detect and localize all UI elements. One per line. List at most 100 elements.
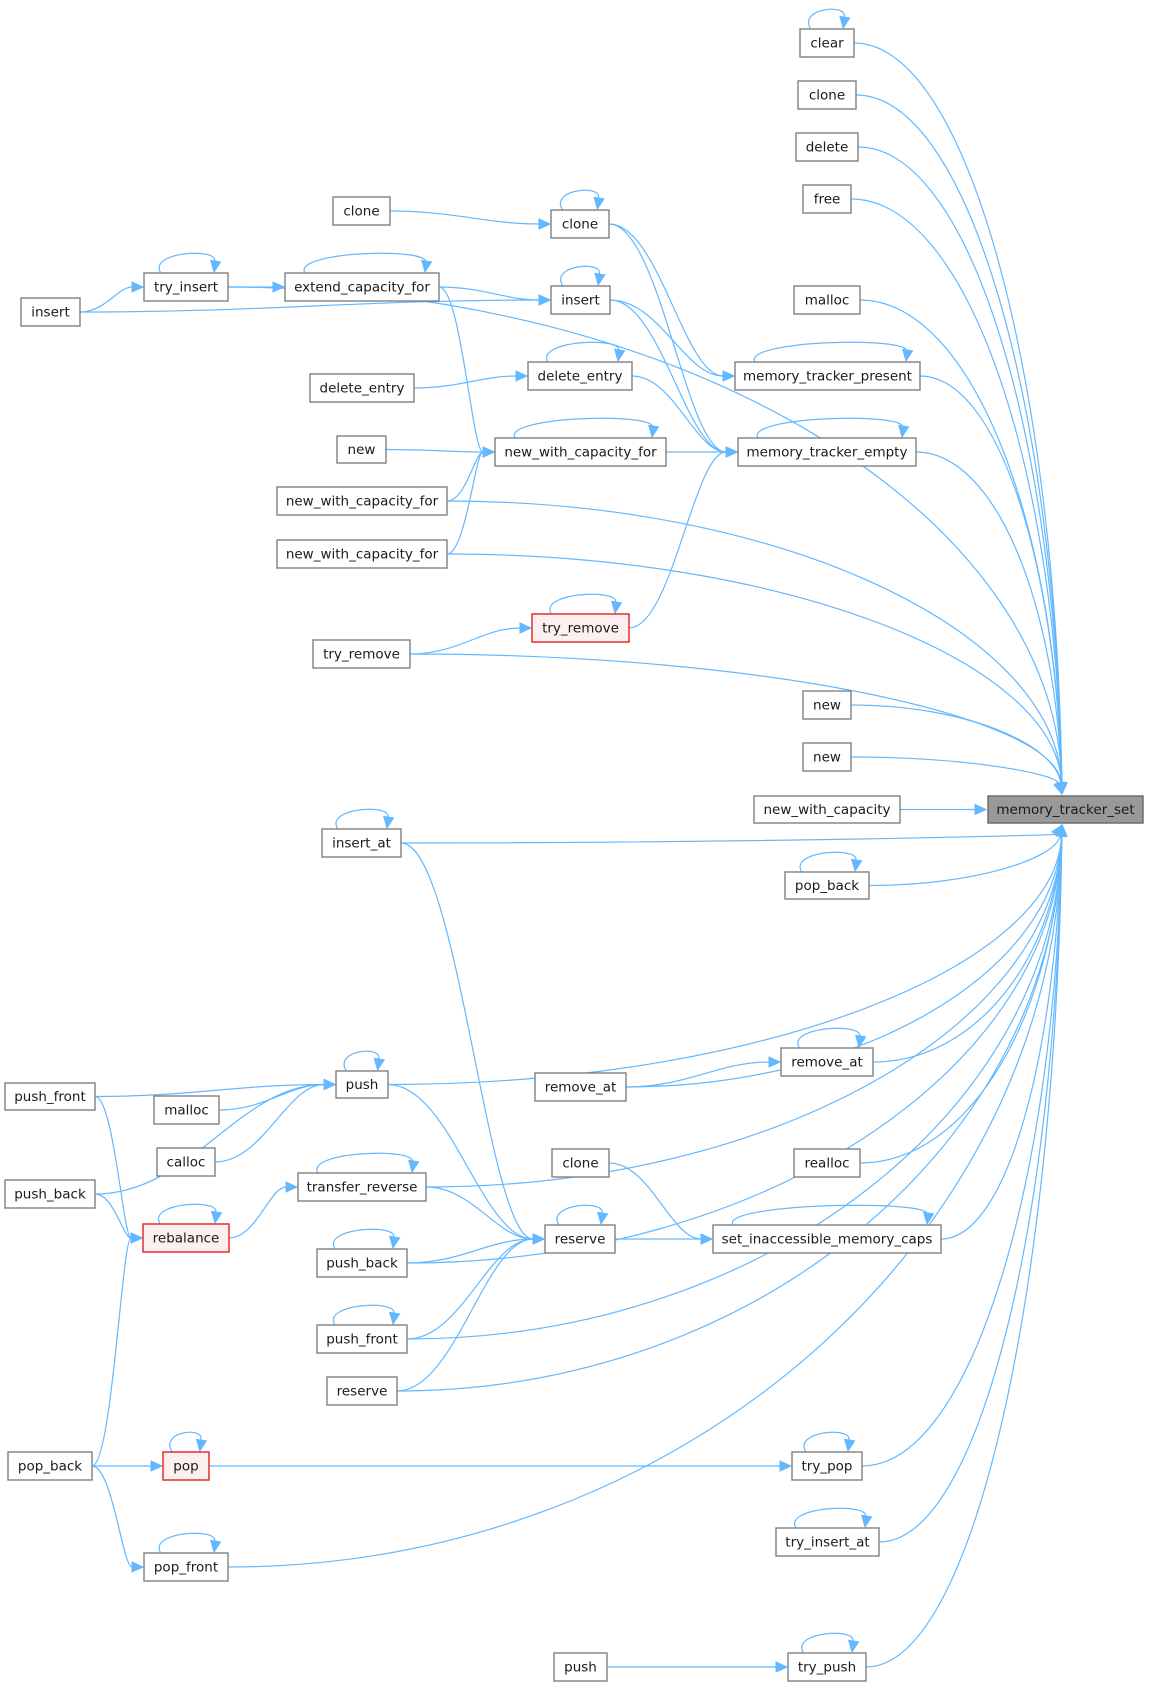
node-box bbox=[162, 1451, 210, 1481]
arrowhead-icon bbox=[408, 1159, 420, 1174]
node-pop[interactable]: pop bbox=[162, 1451, 210, 1481]
edge-reserve_l-to-root bbox=[396, 823, 1068, 1392]
node-calloc[interactable]: calloc bbox=[156, 1147, 216, 1177]
node-label: delete_entry bbox=[538, 369, 623, 385]
node-box bbox=[316, 1324, 408, 1354]
node-box bbox=[791, 1451, 863, 1481]
node-box bbox=[553, 1652, 608, 1682]
edge-mt_present-to-root bbox=[919, 375, 1068, 796]
arrowhead-icon bbox=[131, 281, 145, 293]
edge-push_front_l-to-rebalance bbox=[94, 1095, 144, 1244]
node-clone[interactable]: clone bbox=[797, 80, 857, 110]
node-memory-tracker-set[interactable]: memory_tracker_set bbox=[987, 795, 1144, 824]
node-new[interactable]: new bbox=[802, 690, 852, 720]
node-pop-front[interactable]: pop_front bbox=[143, 1552, 229, 1582]
node-new-with-capacity[interactable]: new_with_capacity bbox=[753, 795, 901, 824]
node-label: push_back bbox=[14, 1187, 86, 1203]
edge-push_back_m-to-root bbox=[406, 823, 1068, 1264]
node-free[interactable]: free bbox=[802, 184, 852, 214]
node-label: new_with_capacity_for bbox=[286, 547, 439, 563]
node-box bbox=[7, 1451, 93, 1481]
node-insert[interactable]: insert bbox=[20, 297, 81, 327]
node-insert[interactable]: insert bbox=[550, 285, 611, 315]
node-push[interactable]: push bbox=[553, 1652, 608, 1682]
node-box bbox=[332, 196, 391, 226]
node-push[interactable]: push bbox=[335, 1070, 389, 1099]
node-label: memory_tracker_empty bbox=[747, 445, 908, 461]
self-loop-delete_entry_m bbox=[546, 341, 626, 363]
node-clone[interactable]: clone bbox=[551, 1148, 610, 1178]
node-label: reserve bbox=[337, 1384, 388, 1400]
node-new-with-capacity-for[interactable]: new_with_capacity_for bbox=[276, 486, 448, 516]
node-clone[interactable]: clone bbox=[550, 209, 610, 239]
node-box bbox=[326, 1376, 398, 1406]
node-push-front[interactable]: push_front bbox=[316, 1324, 408, 1354]
node-memory-tracker-present[interactable]: memory_tracker_present bbox=[734, 361, 921, 391]
arrowhead-icon bbox=[131, 1561, 145, 1573]
node-delete-entry[interactable]: delete_entry bbox=[527, 361, 633, 391]
node-pop-back[interactable]: pop_back bbox=[784, 871, 870, 900]
node-new-with-capacity-for[interactable]: new_with_capacity_for bbox=[494, 437, 667, 467]
node-try-remove[interactable]: try_remove bbox=[531, 613, 630, 643]
node-try-insert[interactable]: try_insert bbox=[143, 272, 229, 302]
node-push-back[interactable]: push_back bbox=[4, 1179, 96, 1209]
arrowhead-icon bbox=[210, 259, 222, 274]
node-malloc[interactable]: malloc bbox=[793, 285, 861, 315]
node-delete-entry[interactable]: delete_entry bbox=[309, 373, 415, 403]
node-delete[interactable]: delete bbox=[795, 132, 859, 162]
node-box bbox=[712, 1224, 942, 1254]
node-label: clone bbox=[343, 204, 379, 220]
node-new-with-capacity-for[interactable]: new_with_capacity_for bbox=[276, 539, 448, 569]
node-label: memory_tracker_set bbox=[996, 802, 1134, 818]
self-loop-push_m bbox=[343, 1050, 386, 1072]
arrowhead-icon bbox=[130, 1232, 144, 1244]
arrowhead-icon bbox=[855, 1034, 867, 1049]
node-insert-at[interactable]: insert_at bbox=[321, 828, 402, 858]
node-rebalance[interactable]: rebalance bbox=[142, 1223, 230, 1253]
node-try-insert-at[interactable]: try_insert_at bbox=[775, 1527, 880, 1557]
node-label: push_front bbox=[326, 1332, 398, 1348]
node-new[interactable]: new bbox=[336, 435, 387, 464]
self-loop-insert_m bbox=[560, 265, 606, 287]
node-pop-back[interactable]: pop_back bbox=[7, 1451, 93, 1481]
node-try-remove[interactable]: try_remove bbox=[312, 639, 411, 669]
node-push-back[interactable]: push_back bbox=[316, 1248, 408, 1278]
node-clear[interactable]: clear bbox=[799, 28, 855, 58]
node-push-front[interactable]: push_front bbox=[4, 1082, 96, 1111]
arrowhead-icon bbox=[597, 1211, 609, 1226]
node-memory-tracker-empty[interactable]: memory_tracker_empty bbox=[737, 437, 917, 467]
arrowhead-icon bbox=[532, 1233, 546, 1245]
node-transfer-reverse[interactable]: transfer_reverse bbox=[297, 1172, 427, 1202]
node-clone[interactable]: clone bbox=[332, 196, 391, 226]
edge-extend_cap-to-insert_m bbox=[438, 286, 552, 306]
node-label: new_with_capacity_for bbox=[504, 445, 657, 461]
node-malloc[interactable]: malloc bbox=[153, 1095, 220, 1125]
node-remove-at[interactable]: remove_at bbox=[780, 1047, 874, 1077]
self-loop-rebalance bbox=[157, 1203, 223, 1225]
node-new[interactable]: new bbox=[802, 742, 852, 772]
node-box bbox=[987, 795, 1144, 824]
arrowhead-icon bbox=[389, 1235, 401, 1250]
node-label: rebalance bbox=[153, 1231, 220, 1247]
node-realloc[interactable]: realloc bbox=[793, 1148, 861, 1178]
node-set-inaccessible-memory-caps[interactable]: set_inaccessible_memory_caps bbox=[712, 1224, 942, 1254]
arrowhead-icon bbox=[611, 600, 623, 615]
node-label: try_insert bbox=[154, 280, 218, 296]
node-try-pop[interactable]: try_pop bbox=[791, 1451, 863, 1481]
node-extend-capacity-for[interactable]: extend_capacity_for bbox=[284, 272, 440, 302]
node-box bbox=[734, 361, 921, 391]
node-box bbox=[793, 1148, 861, 1178]
edge-rebalance-to-transfer_reverse bbox=[228, 1181, 299, 1239]
node-try-push[interactable]: try_push bbox=[787, 1652, 867, 1682]
node-remove-at[interactable]: remove_at bbox=[534, 1072, 627, 1102]
arrowhead-icon bbox=[902, 348, 914, 363]
arrowhead-icon bbox=[1056, 823, 1068, 837]
node-box bbox=[527, 361, 633, 391]
edge-clear-to-root bbox=[853, 42, 1068, 796]
node-reserve[interactable]: reserve bbox=[544, 1224, 616, 1254]
node-reserve[interactable]: reserve bbox=[326, 1376, 398, 1406]
edge-calloc-to-push_m bbox=[214, 1078, 337, 1163]
edge-realloc-to-root bbox=[859, 823, 1068, 1164]
node-box bbox=[153, 1095, 220, 1125]
arrowhead-icon bbox=[482, 446, 496, 458]
